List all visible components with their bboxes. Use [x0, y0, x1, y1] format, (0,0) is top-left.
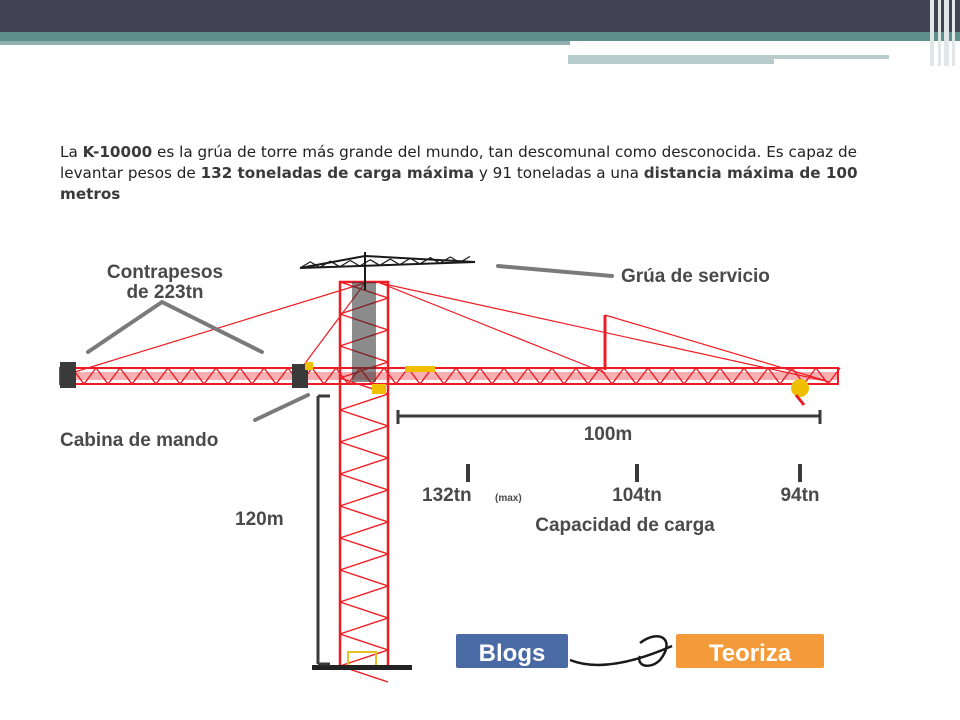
accent-band-right-thin	[774, 55, 889, 59]
accent-band	[0, 32, 960, 41]
title-bar	[0, 0, 960, 32]
capacity-ticks	[466, 464, 802, 482]
trolley-mast	[603, 315, 806, 406]
reach-label: 100m	[584, 424, 633, 445]
logo-left-word: Blogs	[479, 640, 546, 667]
cabin-label: Cabina de mando	[60, 430, 218, 451]
counterweight-label-line2: de 223tn	[126, 282, 203, 303]
capacity-value-1: 132tn	[422, 485, 472, 506]
tower-mast	[312, 280, 412, 683]
text-bold-model: K-10000	[82, 143, 153, 161]
main-jib	[59, 367, 841, 385]
text-run: La	[60, 143, 83, 161]
capacity-value-1-note: (max)	[495, 493, 522, 504]
slide-paragraph: La K-10000 es la grúa de torre más grand…	[60, 142, 908, 205]
height-label: 120m	[235, 509, 284, 530]
text-run: es la grúa de torre más grande del mundo…	[60, 143, 857, 182]
capacity-caption: Capacidad de carga	[535, 515, 715, 536]
capacity-value-3: 94tn	[780, 485, 819, 506]
height-bracket	[316, 394, 330, 666]
reach-bracket	[396, 410, 822, 424]
logo-swoosh-loop	[638, 635, 668, 668]
counterweight-blocks	[60, 362, 308, 388]
counterweight-label-line1: Contrapesos	[107, 262, 223, 283]
accent-band-thin	[0, 41, 570, 45]
service-crane-label: Grúa de servicio	[621, 266, 770, 287]
blogs-teoriza-logo: Blogs Teoriza	[456, 634, 824, 668]
capacity-value-2: 104tn	[612, 485, 662, 506]
logo-right-word: Teoriza	[709, 640, 792, 667]
service-crane-icon	[299, 252, 476, 290]
text-bold-capacity: 132 toneladas de carga máxima	[200, 164, 475, 182]
text-bold-distance: distancia máxima de 100 metros	[60, 164, 858, 203]
text-run: y 91 toneladas a una	[474, 164, 644, 182]
corner-stripes	[928, 0, 960, 66]
logo-swoosh	[569, 644, 673, 667]
accent-band-right	[568, 55, 774, 64]
yellow-details	[305, 362, 809, 397]
pointer-lines	[86, 264, 614, 422]
